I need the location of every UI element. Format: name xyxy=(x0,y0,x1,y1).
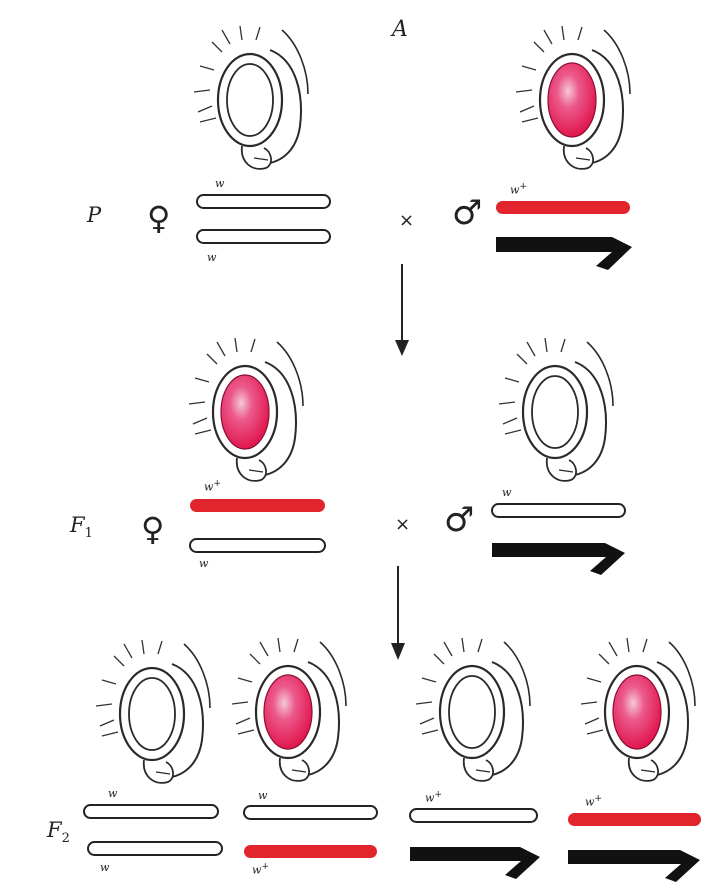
allele-sup: + xyxy=(519,181,527,192)
eye-red xyxy=(221,375,269,449)
allele-base: w xyxy=(585,796,594,809)
allele-sup: + xyxy=(261,861,269,872)
allele-label-wild: w+ xyxy=(252,861,269,877)
panel-label: A xyxy=(392,17,408,42)
allele-base: w xyxy=(252,864,261,877)
allele-base: w xyxy=(204,481,213,494)
f1-male-head xyxy=(499,338,613,481)
generation-label-f2: F2 xyxy=(47,818,70,846)
allele-label: w xyxy=(108,787,117,800)
f2-head-3 xyxy=(416,638,530,781)
female-symbol-f1: ♀ xyxy=(141,513,164,545)
f2-text: F2 xyxy=(47,818,70,842)
allele-label: w xyxy=(100,861,109,874)
allele-base: w xyxy=(510,184,519,197)
arrow-p-to-f1 xyxy=(395,264,409,356)
f2-head-4 xyxy=(581,638,695,781)
cross-symbol-p: × xyxy=(399,212,414,230)
allele-label: w xyxy=(207,251,216,264)
allele-label-wild: w+ xyxy=(510,181,527,197)
allele-sup: + xyxy=(213,478,221,489)
f2-chromosomes-3 xyxy=(410,809,540,879)
f2-head-2 xyxy=(232,638,346,781)
female-symbol-p: ♀ xyxy=(147,202,170,234)
allele-label: w xyxy=(502,486,511,499)
male-symbol-f1: ♂ xyxy=(444,503,474,537)
allele-label: w xyxy=(199,557,208,570)
f2-head-1 xyxy=(96,640,210,783)
generation-label-p: P xyxy=(87,203,101,227)
allele-label-wild: w+ xyxy=(585,793,602,809)
allele-label: w xyxy=(215,177,224,190)
allele-base: w xyxy=(425,792,434,805)
p-male-chromosomes xyxy=(496,201,632,270)
generation-label-f1: F1 xyxy=(70,513,93,541)
arrow-f1-to-f2 xyxy=(391,566,405,660)
eye-red xyxy=(548,63,596,137)
f2-chromosomes-2 xyxy=(244,806,377,858)
f1-female-chromosomes xyxy=(190,499,325,552)
allele-sup: + xyxy=(434,789,442,800)
f2-chromosomes-1 xyxy=(84,805,222,855)
f2-chromosomes-4 xyxy=(568,813,701,882)
f1-text: F1 xyxy=(70,513,93,537)
cross-symbol-f1: × xyxy=(395,516,410,534)
allele-sup: + xyxy=(594,793,602,804)
allele-label-wild: w+ xyxy=(204,478,221,494)
male-symbol-p: ♂ xyxy=(452,196,482,230)
f1-female-head xyxy=(189,338,303,481)
f1-male-chromosomes xyxy=(492,504,625,575)
p-female-chromosomes xyxy=(197,195,330,243)
p-male-head xyxy=(516,26,630,169)
p-female-head xyxy=(194,26,308,169)
allele-label-wild: w+ xyxy=(425,789,442,805)
allele-label: w xyxy=(258,789,267,802)
